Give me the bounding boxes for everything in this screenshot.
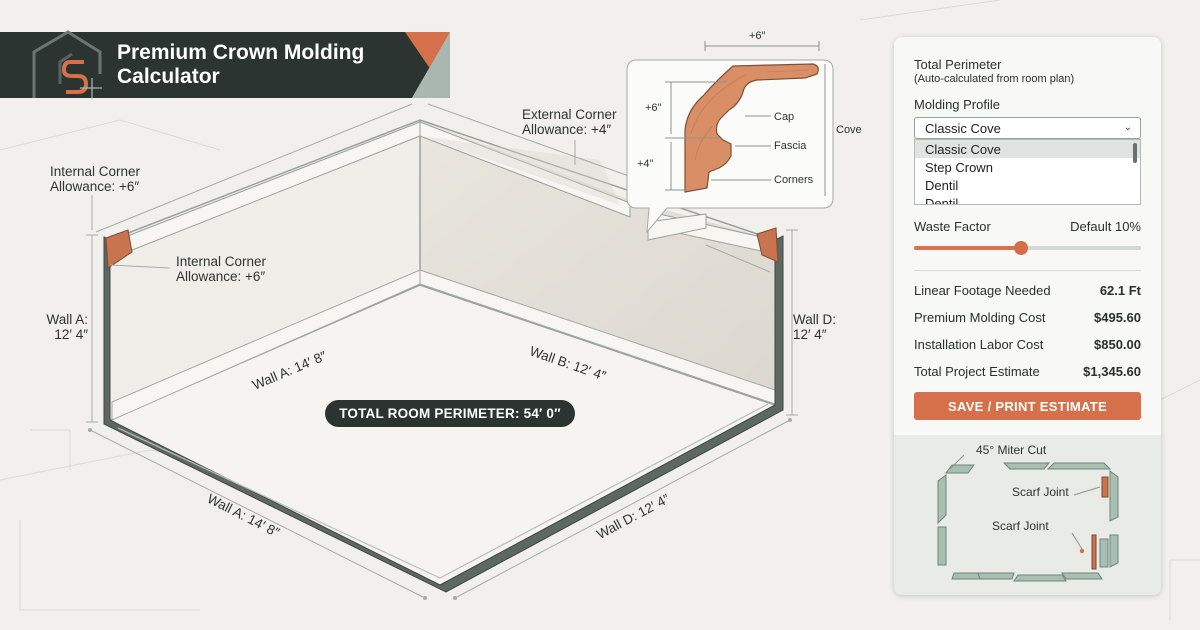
calculator-panel: Total Perimeter (Auto-calculated from ro… — [894, 37, 1161, 595]
scarf-joint-label-1: Scarf Joint — [1012, 485, 1069, 499]
profile-fascia-label: Fascia — [774, 140, 807, 152]
waste-factor-label: Waste Factor — [914, 219, 991, 234]
corner-block-left — [105, 229, 133, 269]
selected-profile-value: Classic Cove — [925, 121, 1001, 136]
waste-slider-fill — [914, 246, 1021, 250]
joint-diagram: 45° Miter Cut Scarf Joint Scarf Joint — [894, 435, 1161, 595]
profile-corners-label: Corners — [774, 174, 814, 186]
internal-corner-allowance-top: Internal Corner Allowance: +6″ — [50, 164, 141, 194]
result-label: Linear Footage Needed — [914, 283, 1051, 298]
molding-profile-select[interactable]: Classic Cove ⌄ — [914, 117, 1141, 139]
scarf-joint-label-2: Scarf Joint — [992, 519, 1049, 533]
crown-profile-section — [684, 63, 819, 193]
result-row-total-estimate: Total Project Estimate $1,345.60 — [914, 364, 1141, 382]
waste-factor-slider[interactable] — [914, 241, 1141, 255]
internal-corner-allowance-mid: Internal Corner Allowance: +6″ — [176, 254, 267, 284]
profile-cove-label: Cove — [836, 124, 862, 136]
result-row-labor-cost: Installation Labor Cost $850.00 — [914, 337, 1141, 355]
divider — [914, 270, 1141, 271]
wall-d-height-label: Wall D: 12′ 4″ — [793, 312, 836, 342]
waste-slider-thumb[interactable] — [1013, 241, 1028, 255]
total-perimeter-badge: TOTAL ROOM PERIMETER: 54′ 0″ — [325, 400, 575, 427]
profile-width-dim: +6″ — [749, 30, 766, 42]
molding-profile-callout: +6″ +6" +4" Cap Fascia Corners Cove — [626, 30, 862, 234]
profile-height-dim-bottom: +4" — [637, 158, 654, 170]
corner-block-right — [756, 227, 779, 263]
joint-layout-diagram — [937, 454, 1119, 582]
waste-factor-row: Waste Factor Default 10% — [914, 219, 1141, 234]
result-value: $1,345.60 — [1083, 364, 1141, 379]
save-print-estimate-button[interactable]: SAVE / PRINT ESTIMATE — [914, 392, 1141, 420]
chevron-down-icon[interactable]: ⌄ — [1123, 122, 1132, 133]
profile-option[interactable]: Dentil — [925, 196, 959, 205]
result-value: $495.60 — [1094, 310, 1141, 325]
result-value: $850.00 — [1094, 337, 1141, 352]
result-row-molding-cost: Premium Molding Cost $495.60 — [914, 310, 1141, 328]
room-isometric — [86, 103, 798, 600]
result-value: 62.1 Ft — [1099, 283, 1141, 298]
profile-option[interactable]: Classic Cove — [915, 140, 1140, 158]
result-label: Total Project Estimate — [914, 364, 1040, 379]
molding-profile-options[interactable]: Classic Cove Step Crown Dentil Dentil — [914, 139, 1141, 205]
wall-b-back — [420, 120, 775, 405]
waste-factor-default: Default 10% — [1070, 219, 1141, 234]
options-scrollbar[interactable] — [1133, 143, 1137, 163]
floor — [110, 285, 775, 585]
room-plan-drawing: Internal Corner Allowance: +6″ Internal … — [46, 103, 836, 600]
profile-cap-label: Cap — [774, 111, 795, 123]
result-row-linear-footage: Linear Footage Needed 62.1 Ft — [914, 283, 1141, 301]
wall-a-back — [110, 120, 420, 420]
total-perimeter-subtext: (Auto-calculated from room plan) — [914, 73, 1075, 85]
molding-profile-label: Molding Profile — [914, 97, 1000, 112]
house-logo-icon — [32, 30, 102, 100]
miter-cut-label: 45° Miter Cut — [976, 443, 1047, 457]
result-label: Installation Labor Cost — [914, 337, 1044, 352]
profile-option[interactable]: Step Crown — [925, 160, 993, 175]
page-title: Premium Crown Molding Calculator — [117, 41, 365, 88]
profile-option[interactable]: Dentil — [925, 178, 959, 193]
external-corner-allowance: External Corner Allowance: +4″ — [522, 107, 617, 137]
result-label: Premium Molding Cost — [914, 310, 1046, 325]
wall-a-height-label: Wall A: 12′ 4″ — [46, 312, 88, 342]
title-banner: Premium Crown Molding Calculator — [0, 30, 450, 100]
total-perimeter-label: Total Perimeter — [914, 57, 1002, 72]
profile-height-dim-top: +6" — [645, 102, 662, 114]
